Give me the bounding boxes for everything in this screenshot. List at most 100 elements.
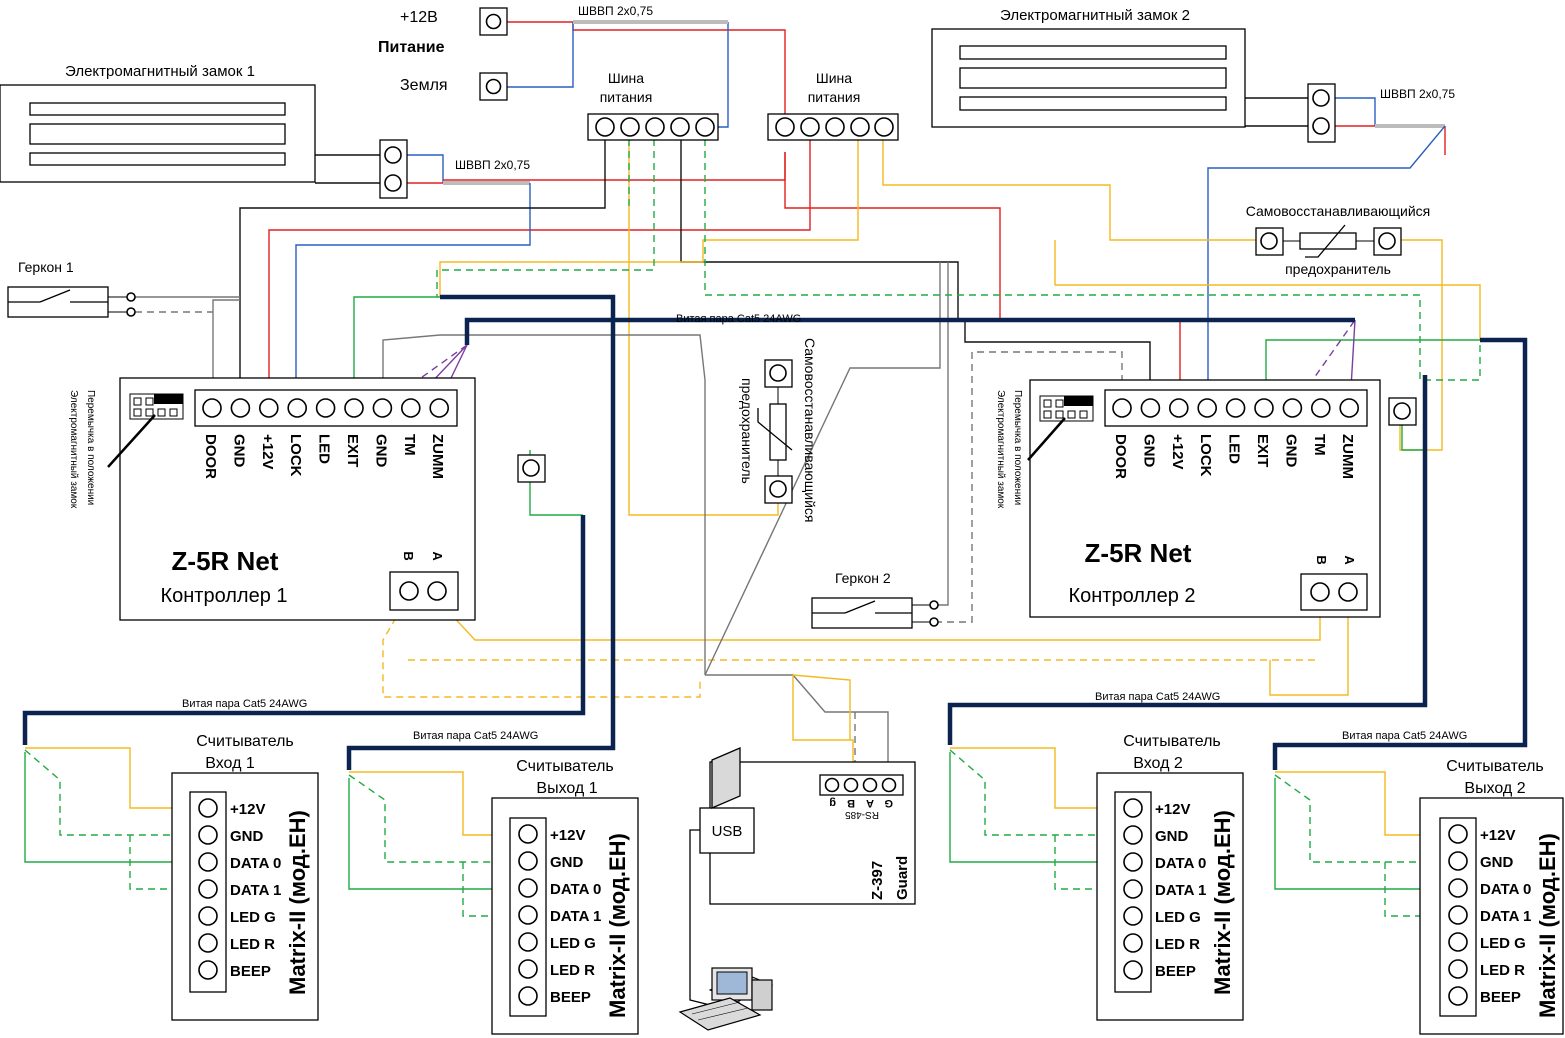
reader-exit1-title-1: Считыватель: [516, 758, 614, 775]
switch-icon: [8, 289, 108, 303]
z397-pin-terminal: [824, 777, 840, 793]
bus2-label-2: питания: [808, 89, 861, 105]
reader-pin-label: +12V: [1480, 827, 1515, 844]
fuse-horizontal: Самовосстанавливающийся предохранитель: [1246, 203, 1431, 277]
reader-pin-terminal: [1448, 986, 1468, 1006]
reader-pin-label: LED R: [550, 962, 595, 979]
reader-pin-label: +12V: [230, 801, 265, 818]
controller2-model: Z-5R Net: [1085, 538, 1192, 568]
computer-icon: [678, 747, 774, 1031]
cat5-label-entry2: Витая пара Cat5 24AWG: [1095, 691, 1220, 703]
z397-pin-label: A: [866, 797, 874, 809]
reader-pin-terminal: [1448, 932, 1468, 952]
bus1-label-2: питания: [600, 89, 653, 105]
reader-pin-terminal: [1123, 933, 1143, 953]
jumper1-label-1: Перемычка в положении: [85, 390, 96, 505]
reader-pin-label: BEEP: [550, 989, 591, 1006]
pin-terminal-lock: [287, 398, 308, 418]
fuse-v-label-1: Самовосстанавливающийся: [802, 338, 818, 523]
reader-pin-terminal: [518, 905, 538, 925]
pin-label: LED: [1226, 434, 1243, 464]
pin-terminal-led: [1225, 398, 1246, 418]
lock1-title: Электромагнитный замок 1: [65, 63, 255, 80]
jumper1-label-2: Электромагнитный замок: [68, 390, 79, 509]
reader-pin-label: DATA 1: [1155, 882, 1206, 899]
controller2-name: Контроллер 2: [1068, 585, 1195, 607]
label-power: Питание: [378, 39, 445, 56]
controller-2: Перемычка в положении Электромагнитный з…: [995, 379, 1381, 618]
reader-pin-terminal: [518, 932, 538, 952]
reader-exit2-title-1: Считыватель: [1446, 758, 1544, 775]
reader-pin-terminal: [1123, 825, 1143, 845]
pin-label: DOOR: [202, 434, 219, 479]
reader-pin-terminal: [1448, 905, 1468, 925]
power-bus-1: Шина питания: [587, 70, 719, 141]
reader-entry1-title-2: Вход 1: [205, 755, 255, 772]
pin-terminal-plus12v: [1169, 398, 1189, 418]
cable-label-lock2: ШВВП 2х0,75: [1380, 87, 1455, 101]
controller2-a-label: A: [1342, 555, 1357, 565]
terminal-icon: [485, 78, 502, 95]
lock-2: Электромагнитный замок 2 ШВВП 2х0,75: [931, 7, 1455, 143]
terminal-icon: [485, 13, 502, 30]
z397-name-1: Z-397: [869, 861, 886, 900]
reader-pin-terminal: [1123, 852, 1143, 872]
fuse-v-label-2: предохранитель: [739, 378, 755, 484]
pin-label: ZUMM: [1339, 434, 1356, 479]
usb-port[interactable]: [699, 807, 755, 854]
jumper-block-2: [1027, 395, 1094, 461]
pin-label: LOCK: [1197, 434, 1214, 477]
z397-name-2: Guard: [894, 856, 911, 900]
pin-label: GND: [372, 434, 389, 468]
z397-pin-label: g: [829, 797, 836, 809]
pin-label: EXIT: [344, 434, 361, 467]
cat5-entry1: [22, 515, 586, 745]
z397-pin-terminal: [862, 777, 878, 793]
reader-pin-label: DATA 1: [550, 908, 601, 925]
reader-pin-terminal: [518, 986, 538, 1006]
reader-pin-label: DATA 0: [230, 855, 281, 872]
cat5-exit1: [346, 294, 616, 770]
pin-label: GND: [1140, 434, 1157, 468]
reader-pin-terminal: [198, 906, 218, 926]
reader-pin-label: +12V: [1155, 801, 1190, 818]
wire-ground-main: [507, 22, 574, 88]
reader-pin-terminal: [1448, 824, 1468, 844]
cable-label-lock1: ШВВП 2х0,75: [455, 158, 530, 172]
terminal-12v: [479, 7, 508, 36]
controller1-b-label: B: [401, 551, 416, 560]
reader-pin-label: GND: [550, 854, 584, 871]
pin-terminal-gnd: [230, 398, 251, 418]
pin-terminal-gnd: [372, 398, 393, 418]
cat5-label-top: Витая пара Cat5 24AWG: [676, 313, 801, 325]
pin-label: DOOR: [1112, 434, 1129, 479]
cat5-label-exit2: Витая пара Cat5 24AWG: [1342, 730, 1467, 742]
reader-pin-label: DATA 1: [230, 882, 281, 899]
reader-pin-terminal: [198, 852, 218, 872]
fuse-vertical: Самовосстанавливающийся предохранитель: [739, 338, 818, 523]
reader-pin-terminal: [518, 959, 538, 979]
power-bus-2: Шина питания: [767, 70, 899, 141]
controller1-a-label: A: [430, 551, 445, 561]
z397-pin-terminal: [843, 777, 859, 793]
reader-pin-label: GND: [1155, 828, 1189, 845]
controller-1: Перемычка в положении Электромагнитный з…: [68, 377, 476, 621]
controller2-b-label: B: [1314, 555, 1329, 564]
cat5-label-exit1: Витая пара Cat5 24AWG: [413, 730, 538, 742]
pin-label: ZUMM: [429, 434, 446, 479]
cable-label-power: ШВВП 2х0,75: [578, 4, 653, 18]
bus2-label-1: Шина: [816, 70, 852, 86]
reader-pin-terminal: [198, 933, 218, 953]
jumper2-label-2: Электромагнитный замок: [995, 390, 1006, 509]
reader-pin-terminal: [518, 878, 538, 898]
pin-terminal-door: [1112, 398, 1132, 418]
reader-entry2-model: Matrix-II (мод.EH): [1210, 810, 1235, 995]
reed2-label: Геркон 2: [835, 570, 891, 586]
reader-entry2-title-2: Вход 2: [1133, 755, 1183, 772]
z397-pin-terminal: [881, 777, 897, 793]
